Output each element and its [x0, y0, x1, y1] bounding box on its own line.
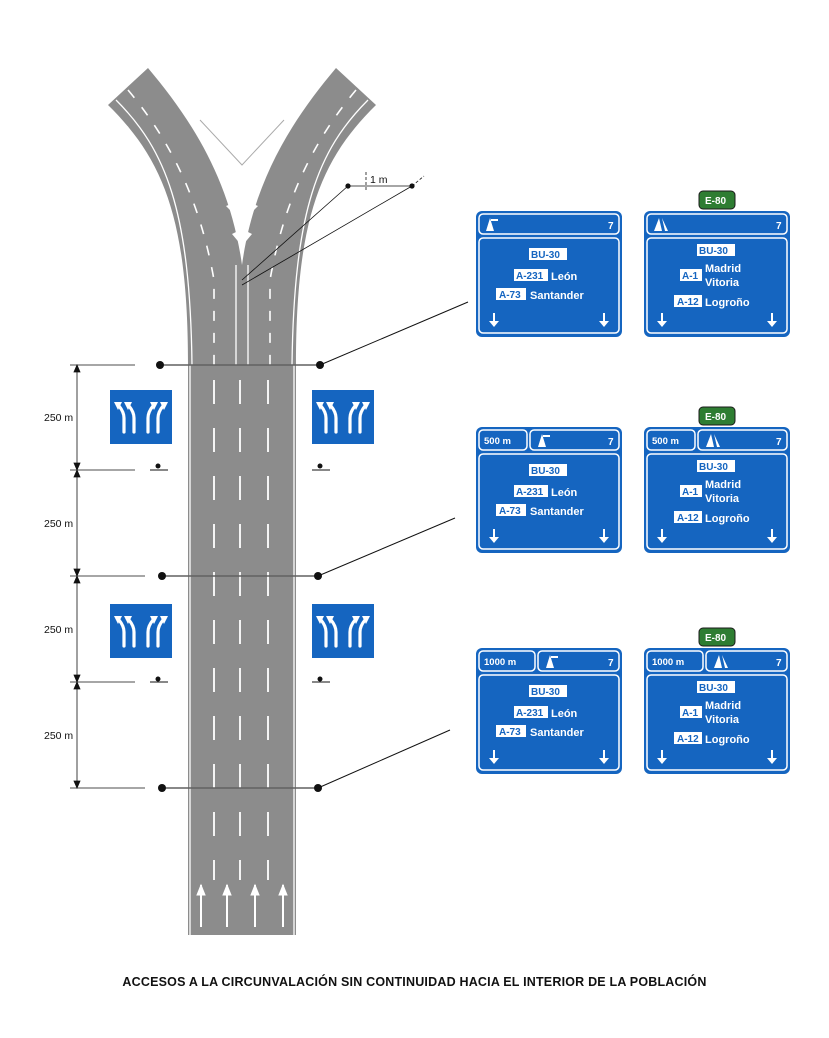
- exit-icon: [706, 434, 720, 447]
- route-code: BU-30: [699, 246, 728, 257]
- direction-sign-left-2: 500 m 7 BU-30 A-231 León A-73 Santander: [476, 427, 622, 553]
- euro-route-badge: E-80: [705, 196, 727, 207]
- route-code: A-1: [682, 271, 699, 282]
- route-code: A-231: [516, 271, 544, 282]
- distance-label: 1000 m: [484, 657, 516, 668]
- dimension-label-3: 250 m: [44, 624, 73, 636]
- exit-icon: [538, 434, 550, 447]
- destination: Madrid: [705, 263, 741, 275]
- exit-number: 7: [776, 221, 782, 232]
- main-road: [188, 364, 296, 935]
- destination: Vitoria: [705, 493, 740, 505]
- destination: Logroño: [705, 297, 750, 309]
- direction-sign-left-3: 1000 m 7 BU-30 A-231 León A-73 Santander: [476, 648, 622, 774]
- gantries: [160, 301, 469, 789]
- lane-split-sign: [108, 388, 174, 446]
- destination: León: [551, 708, 578, 720]
- lane-split-sign: [310, 602, 376, 660]
- distance-label: 1000 m: [652, 657, 684, 668]
- dimension-label-2: 250 m: [44, 518, 73, 530]
- route-code: A-12: [677, 513, 699, 524]
- destination: Madrid: [705, 479, 741, 491]
- destination: Logroño: [705, 513, 750, 525]
- direction-sign-right-2: E-80 500 m 7 BU-30 A-1 Madrid Vitoria A-…: [644, 406, 790, 553]
- route-code: BU-30: [699, 683, 728, 694]
- exit-number: 7: [608, 658, 614, 669]
- lane-split-sign: [310, 388, 376, 446]
- destination: León: [551, 487, 578, 499]
- direction-sign-right-1: E-80 7 BU-30 A-1 Madrid Vitoria A-12 Log…: [644, 190, 790, 337]
- euro-route-badge: E-80: [705, 412, 727, 423]
- destination: Vitoria: [705, 714, 740, 726]
- route-code: A-73: [499, 290, 521, 301]
- exit-number: 7: [776, 437, 782, 448]
- exit-number: 7: [608, 437, 614, 448]
- route-code: BU-30: [531, 466, 560, 477]
- destination: Madrid: [705, 700, 741, 712]
- direction-sign-left-1: 7 BU-30 A-231 León A-73 Santander: [476, 211, 622, 337]
- direction-sign-right-3: E-80 1000 m 7 BU-30 A-1 Madrid Vitoria A…: [644, 627, 790, 774]
- destination: Vitoria: [705, 277, 740, 289]
- distance-label: 500 m: [484, 436, 511, 447]
- destination: Santander: [530, 290, 585, 302]
- exit-icon: [714, 655, 728, 668]
- exit-icon: [654, 218, 668, 231]
- route-code: A-73: [499, 727, 521, 738]
- destination: Logroño: [705, 734, 750, 746]
- route-code: A-1: [682, 487, 699, 498]
- route-code: A-231: [516, 487, 544, 498]
- exit-number: 7: [608, 221, 614, 232]
- exit-number: 7: [776, 658, 782, 669]
- gantry-posts: [155, 361, 324, 792]
- distance-label: 500 m: [652, 436, 679, 447]
- road-fork: [108, 68, 376, 366]
- dimension-label-4: 250 m: [44, 730, 73, 742]
- route-code: A-73: [499, 506, 521, 517]
- exit-icon: [486, 218, 498, 231]
- dimension-lines: [70, 363, 145, 790]
- exit-icon: [546, 655, 558, 668]
- route-code: A-12: [677, 734, 699, 745]
- destination: Santander: [530, 506, 585, 518]
- offset-label: 1 m: [370, 174, 388, 186]
- route-code: BU-30: [699, 462, 728, 473]
- lane-split-sign: [108, 602, 174, 660]
- route-code: A-231: [516, 708, 544, 719]
- destination: León: [551, 271, 578, 283]
- route-code: A-1: [682, 708, 699, 719]
- route-code: BU-30: [531, 687, 560, 698]
- offset-dimension: [241, 172, 425, 286]
- route-code: BU-30: [531, 250, 560, 261]
- figure-caption: ACCESOS A LA CIRCUNVALACIÓN SIN CONTINUI…: [122, 975, 707, 989]
- dimension-label-1: 250 m: [44, 412, 73, 424]
- route-code: A-12: [677, 297, 699, 308]
- destination: Santander: [530, 727, 585, 739]
- euro-route-badge: E-80: [705, 633, 727, 644]
